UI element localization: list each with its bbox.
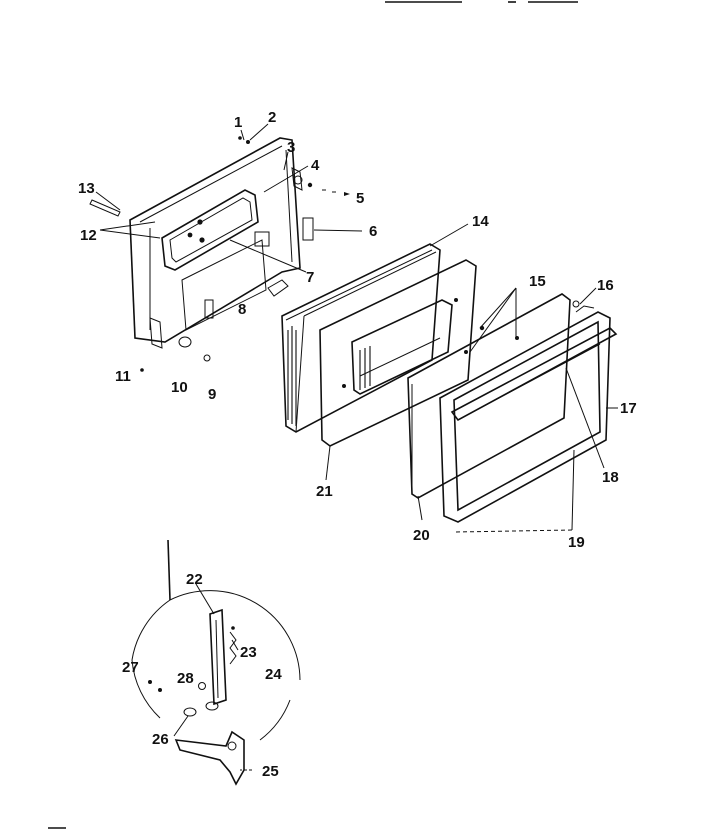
outer-door-frame bbox=[439, 300, 618, 523]
callout-4: 4 bbox=[311, 157, 320, 174]
callout-22: 22 bbox=[186, 571, 203, 588]
callout-25: 25 bbox=[262, 763, 279, 780]
callout-15: 15 bbox=[529, 273, 546, 290]
callout-19: 19 bbox=[568, 534, 585, 551]
outer-door-panel bbox=[89, 136, 350, 372]
callout-12: 12 bbox=[80, 227, 97, 244]
callout-17: 17 bbox=[620, 400, 637, 417]
callout-26: 26 bbox=[152, 731, 169, 748]
leader-lines-upper bbox=[95, 123, 618, 533]
callout-8: 8 bbox=[238, 301, 246, 318]
callout-labels: 1 2 3 4 5 6 7 8 9 10 11 12 13 14 15 16 1… bbox=[78, 109, 637, 780]
callout-16: 16 bbox=[597, 277, 614, 294]
callout-20: 20 bbox=[413, 527, 430, 544]
callout-23: 23 bbox=[240, 644, 257, 661]
callout-18: 18 bbox=[602, 469, 619, 486]
callout-5: 5 bbox=[356, 190, 364, 207]
callout-3: 3 bbox=[287, 139, 295, 156]
callout-27: 27 bbox=[122, 659, 139, 676]
callout-1: 1 bbox=[234, 114, 242, 131]
inner-window-frame bbox=[319, 259, 477, 447]
callout-28: 28 bbox=[177, 670, 194, 687]
callout-10: 10 bbox=[171, 379, 188, 396]
callout-2: 2 bbox=[268, 109, 276, 126]
hinge-detail-view bbox=[131, 539, 301, 786]
callout-21: 21 bbox=[316, 483, 333, 500]
callout-24: 24 bbox=[265, 666, 282, 683]
callout-7: 7 bbox=[306, 269, 314, 286]
callout-11: 11 bbox=[115, 368, 131, 385]
callout-9: 9 bbox=[208, 386, 216, 403]
callout-6: 6 bbox=[369, 223, 377, 240]
door-glass bbox=[407, 293, 571, 499]
callout-13: 13 bbox=[78, 180, 95, 197]
callout-14: 14 bbox=[472, 213, 489, 230]
